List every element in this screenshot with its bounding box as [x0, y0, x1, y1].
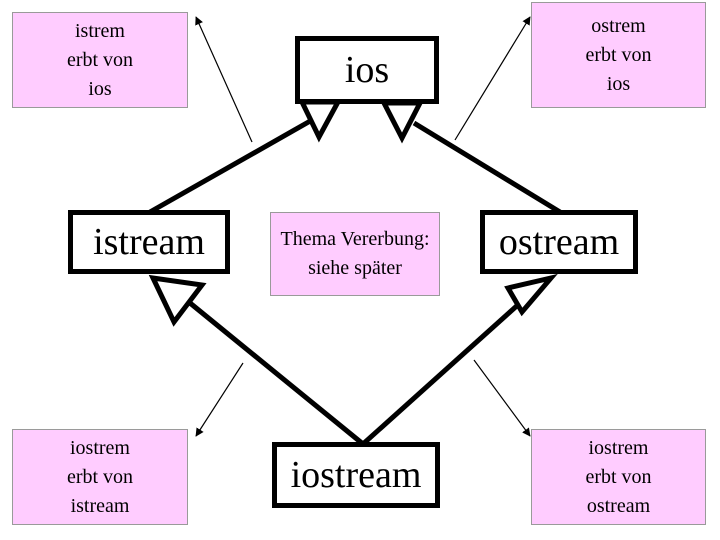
note-line: ostream	[586, 494, 651, 517]
note-istream-inherits-ios: istrem erbt von ios	[12, 12, 188, 108]
edge-iostream-istream	[188, 301, 365, 446]
note-line: iostrem	[588, 436, 649, 459]
pointer-bottom-left	[195, 362, 244, 437]
note-iostream-inherits-istream: iostrem erbt von istream	[12, 429, 188, 525]
note-line: erbt von	[585, 465, 652, 488]
topic-line: Thema	[280, 228, 337, 250]
note-line: erbt von	[585, 43, 652, 66]
pointer-top-left	[195, 16, 253, 143]
triangle-arrowhead-ios-right	[379, 100, 425, 144]
topic-line: Vererbung:	[340, 228, 430, 250]
note-line: erbt von	[66, 48, 134, 71]
pointer-top-right	[454, 16, 531, 141]
note-line: ostrem	[591, 14, 646, 37]
class-box-iostream: iostream	[272, 442, 440, 508]
topic-line: siehe später	[308, 257, 402, 279]
edge-ostream-ios	[412, 120, 562, 215]
topic-note: Thema Vererbung: siehe später	[270, 212, 440, 296]
note-line: erbt von	[66, 465, 134, 488]
edge-istream-ios	[148, 117, 314, 215]
class-label-ios: ios	[344, 49, 390, 91]
class-box-ios: ios	[295, 36, 439, 104]
edge-iostream-ostream	[361, 301, 522, 446]
note-line: ios	[88, 77, 112, 100]
note-iostream-inherits-ostream: iostrem erbt von ostream	[531, 429, 706, 525]
note-line: iostrem	[70, 436, 130, 459]
triangle-arrowhead-ios-left	[298, 99, 343, 143]
class-box-ostream: ostream	[480, 210, 638, 274]
note-ostream-inherits-ios: ostrem erbt von ios	[531, 2, 706, 108]
triangle-arrowhead-istream	[148, 274, 207, 327]
note-line: istrem	[75, 19, 125, 42]
note-line: istream	[70, 494, 130, 517]
pointer-bottom-right	[473, 359, 531, 437]
class-label-istream: istream	[93, 221, 205, 263]
note-line: ios	[606, 72, 631, 95]
class-box-istream: istream	[68, 210, 230, 274]
class-label-iostream: iostream	[290, 454, 422, 496]
triangle-arrowhead-ostream	[504, 273, 558, 317]
class-label-ostream: ostream	[498, 221, 620, 263]
